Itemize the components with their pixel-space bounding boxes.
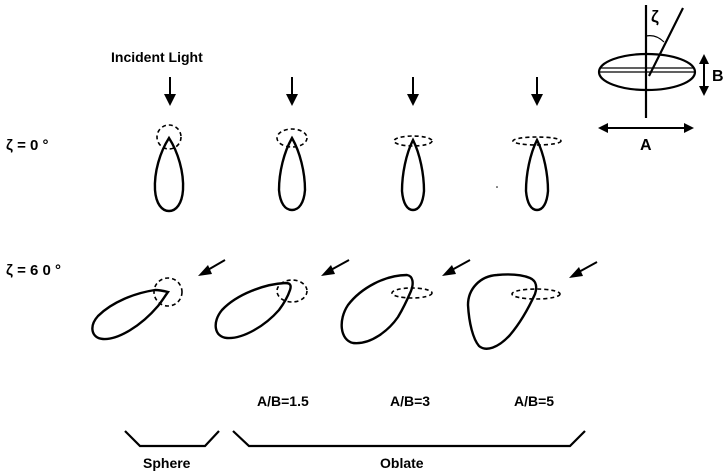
oblate-1-5-zeta0-panel <box>277 77 307 210</box>
oblate-3-zeta0-panel <box>394 77 432 210</box>
scattering-lobe <box>402 140 424 210</box>
oblate-group-label: Oblate <box>380 455 424 471</box>
incident-arrow <box>569 262 597 278</box>
axis-b-label: B <box>712 68 724 85</box>
zeta-symbol: ζ <box>651 7 659 26</box>
incident-arrow <box>198 260 225 276</box>
ratio-label-1-5: A/B=1.5 <box>257 393 309 409</box>
incident-arrow <box>321 260 349 276</box>
sphere-group-label: Sphere <box>143 455 191 471</box>
oblate-5-zeta0-panel <box>513 77 561 210</box>
axis-a-label: A <box>640 137 652 154</box>
ratio-label-5: A/B=5 <box>514 393 554 409</box>
scattering-lobe <box>92 290 168 339</box>
row-label-zeta-0: ζ = 0 ° <box>6 137 49 154</box>
sphere-zeta0-panel <box>155 77 183 211</box>
oblate-5-zeta60-panel <box>468 262 597 349</box>
incident-light-label: Incident Light <box>111 49 203 65</box>
zeta-angle-arc <box>646 36 664 42</box>
incident-arrow <box>531 77 543 106</box>
oblate-bracket <box>233 431 585 446</box>
scattering-lobe <box>468 274 536 348</box>
scattering-lobe <box>279 138 305 210</box>
incident-arrow <box>442 260 470 276</box>
scattering-lobe <box>216 283 291 338</box>
scattering-lobe <box>155 138 183 211</box>
scattering-lobe <box>342 275 413 343</box>
sphere-bracket <box>125 431 219 446</box>
oblate-1-5-zeta60-panel <box>216 260 349 338</box>
scattering-lobe <box>526 140 548 210</box>
oblate-3-zeta60-panel <box>342 260 470 343</box>
speck <box>496 186 498 188</box>
incident-arrow <box>286 77 298 106</box>
row-label-zeta-60: ζ = 6 0 ° <box>6 262 61 279</box>
a-axis-arrow <box>598 123 694 133</box>
b-axis-arrow <box>699 54 709 96</box>
incident-arrow <box>407 77 419 106</box>
incident-arrow <box>164 77 176 106</box>
ratio-label-3: A/B=3 <box>390 393 430 409</box>
orientation-inset: ζ B A <box>598 5 724 154</box>
sphere-zeta60-panel <box>92 260 225 339</box>
